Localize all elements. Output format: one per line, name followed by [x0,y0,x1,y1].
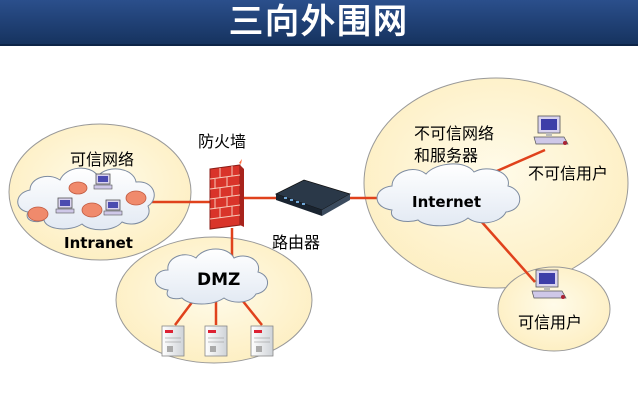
link-internet-trusted-user [479,219,536,283]
firewall-icon [209,159,244,230]
slide-title: 三向外围网 [229,2,409,42]
intranet-node [125,190,147,206]
computer-icon [93,173,113,190]
trusted-user-computer-icon [531,269,567,299]
dmz-cloud-label: DMZ [197,270,241,290]
server-icon [204,325,228,357]
computer-icon [103,199,123,216]
trusted-network-label: 可信网络 [70,150,135,169]
firewall-label: 防火墙 [198,132,247,151]
trusted-user-zone [497,266,611,352]
router-icon [274,179,352,216]
trusted-user-label: 可信用户 [518,313,583,332]
internet-zone-label-line2: 和服务器 [414,146,479,165]
intranet-cloud-label: Intranet [64,234,133,252]
link-internet-untrusted-user [489,148,546,176]
intranet-node [81,202,103,218]
router-label: 路由器 [272,233,321,252]
internet-zone-label-line1: 不可信网络 [414,124,495,143]
untrusted-user-computer-icon [533,115,569,145]
intranet-node [27,206,49,222]
server-icon [161,325,185,357]
slide-header: 三向外围网 [0,0,638,46]
internet-cloud-label: Internet [412,193,482,211]
dmz-cloud [154,248,268,305]
server-icon [250,325,274,357]
intranet-node [68,181,88,195]
internet-cloud [376,163,521,227]
computer-icon [55,197,75,214]
untrusted-user-label: 不可信用户 [528,164,609,183]
